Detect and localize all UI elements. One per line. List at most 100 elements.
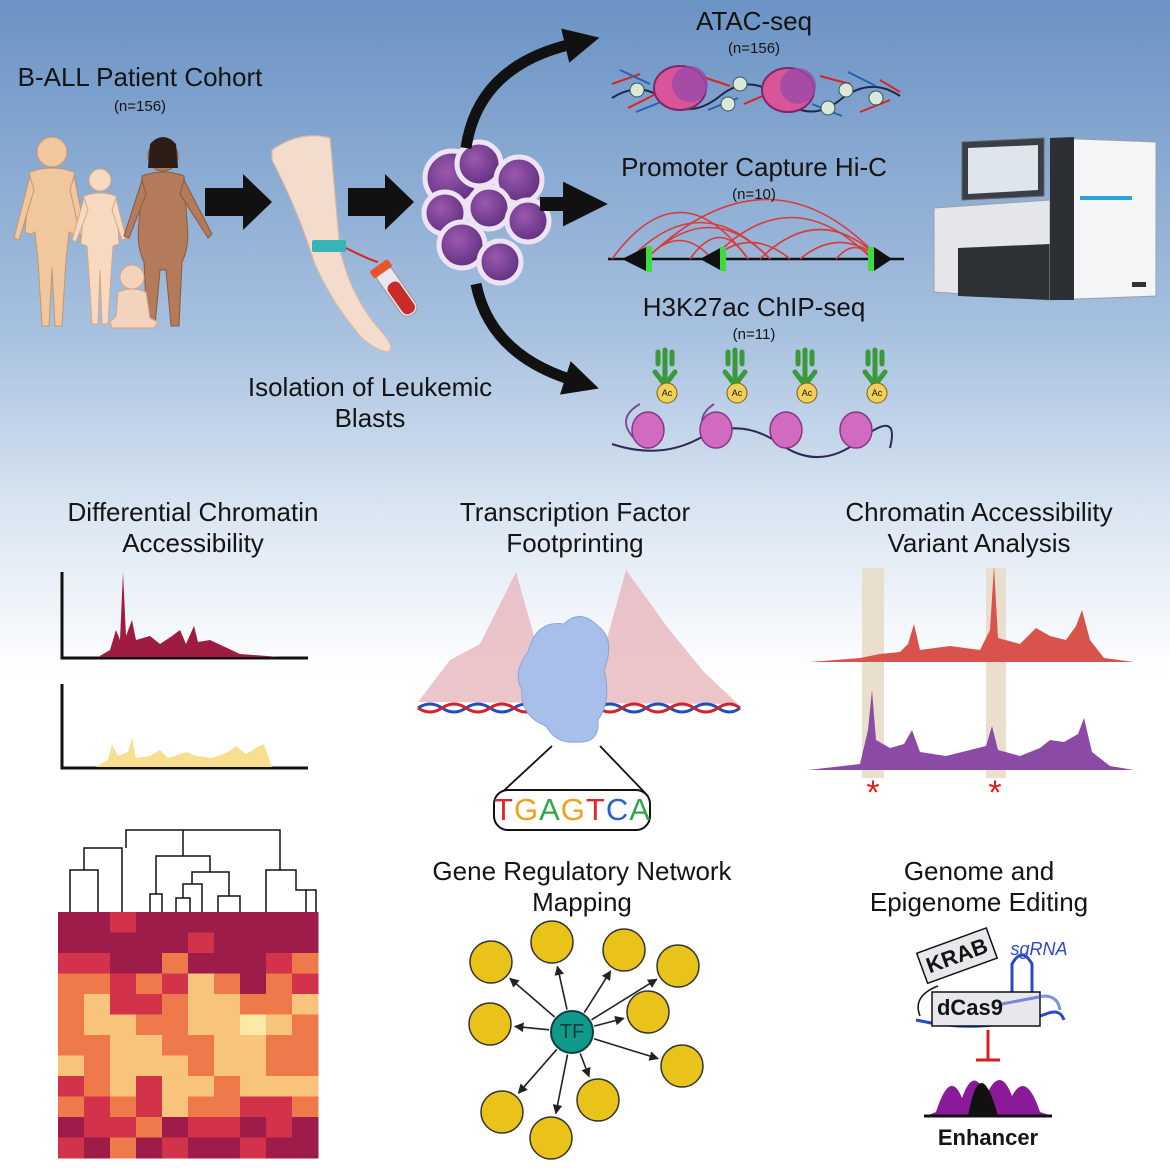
acetyl-label-1: Ac: [661, 388, 673, 398]
heatmap-cell: [214, 932, 241, 954]
arm-blood-draw: [271, 135, 418, 353]
heatmap-cell: [240, 994, 267, 1015]
heatmap-cell: [84, 953, 111, 974]
network-edge: [552, 1054, 569, 1115]
heatmap-cell: [110, 973, 137, 995]
heatmap-cell: [136, 994, 163, 1015]
tf-motif-letters: TGAGTCA: [494, 792, 651, 827]
heatmap-cell: [110, 1035, 137, 1056]
adult-female-figure: [123, 137, 213, 327]
heatmap-cell: [84, 1055, 111, 1077]
heatmap-cell: [266, 1137, 293, 1159]
heatmap-cell: [266, 1076, 293, 1097]
variant-marker-2: *: [988, 774, 1002, 812]
heatmap-cell: [188, 1014, 215, 1036]
network-edge: [593, 1038, 660, 1061]
tf-hub-label: TF: [559, 1021, 585, 1043]
heatmap-cell: [110, 1096, 137, 1118]
leukemic-blasts-cluster: [421, 139, 552, 286]
heatmap-cell: [214, 994, 241, 1015]
gene-node: [660, 1044, 704, 1088]
heatmap-cell: [292, 994, 319, 1015]
heatmap-cell: [136, 1096, 163, 1118]
network-edge: [583, 970, 612, 1014]
variant-accessibility-plot: [808, 566, 1134, 778]
gene-node: [576, 1078, 620, 1122]
heatmap-cell: [188, 953, 215, 974]
network-title-line1: Gene Regulatory Network: [432, 856, 732, 886]
heatmap-cell: [136, 1055, 163, 1077]
heatmap-cell: [266, 932, 293, 954]
heatmap-cell: [136, 953, 163, 974]
heatmap-cell: [58, 973, 85, 995]
differential-accessibility-plot: [60, 572, 308, 770]
motif-letter: A: [539, 792, 561, 827]
heatmap-cell: [110, 912, 137, 933]
heatmap-cell: [110, 1014, 137, 1036]
heatmap-cell: [292, 932, 319, 954]
network-edge: [517, 1048, 558, 1094]
heatmap-cell: [266, 1014, 293, 1036]
arrow-cohort-to-arm: [205, 174, 272, 230]
motif-letter: T: [494, 792, 514, 827]
heatmap-cell: [162, 994, 189, 1015]
isolation-label-line1: Isolation of Leukemic: [247, 372, 493, 402]
network-title-line2: Mapping: [532, 887, 632, 917]
heatmap-cell: [58, 1096, 85, 1118]
variant-title-line1: Chromatin Accessibility: [845, 497, 1113, 527]
footprinting-title-line2: Footprinting: [506, 528, 644, 558]
heatmap-cell: [136, 1117, 163, 1138]
sgrna-label: sgRNA: [1010, 939, 1068, 959]
heatmap-cell: [136, 1137, 163, 1159]
heatmap-cell: [84, 1117, 111, 1138]
heatmap-cell: [136, 1035, 163, 1056]
heatmap-cell: [188, 1055, 215, 1077]
differential-title-line2: Accessibility: [122, 528, 264, 558]
heatmap-cell: [292, 1076, 319, 1097]
heatmap-cell: [162, 1117, 189, 1138]
heatmap-cell: [214, 912, 241, 933]
heatmap-cell: [110, 953, 137, 974]
arrow-arm-to-blasts: [348, 174, 414, 230]
heatmap-cell: [162, 1055, 189, 1077]
arrow-to-chip: [470, 282, 599, 395]
gene-regulatory-network: [468, 920, 704, 1160]
heatmap-cell: [214, 953, 241, 974]
heatmap-cell: [58, 932, 85, 954]
heatmap-cell: [84, 973, 111, 995]
heatmap-cell: [266, 912, 293, 933]
heatmap-cell: [162, 1076, 189, 1097]
heatmap-cell: [266, 1096, 293, 1118]
heatmap-cell: [84, 1076, 111, 1097]
dcas9-label: dCas9: [936, 995, 1004, 1020]
heatmap-cell: [292, 1035, 319, 1056]
heatmap-cell: [58, 953, 85, 974]
heatmap-cell: [292, 1137, 319, 1159]
motif-letter: A: [629, 792, 651, 827]
krab-box: [915, 927, 999, 985]
heatmap-cell: [266, 1035, 293, 1056]
network-edge: [554, 965, 568, 1010]
heatmap-cell: [292, 912, 319, 933]
heatmap-cell: [214, 1014, 241, 1036]
heatmap-cell: [110, 932, 137, 954]
heatmap-cell: [240, 1055, 267, 1077]
adult-male-figure: [13, 136, 87, 327]
hic-title: Promoter Capture Hi-C: [621, 152, 887, 182]
sequencer-instrument: [933, 137, 1157, 301]
heatmap-cell: [188, 973, 215, 995]
heatmap-cell: [292, 1096, 319, 1118]
heatmap-cell: [266, 1117, 293, 1138]
network-edge: [591, 978, 658, 1021]
heatmap-cell: [136, 973, 163, 995]
heatmap-cell: [110, 1055, 137, 1077]
heatmap-cell: [240, 1076, 267, 1097]
editing-title-line1: Genome and: [903, 856, 1055, 886]
heatmap-cell: [240, 1117, 267, 1138]
heatmap-cell: [58, 1117, 85, 1138]
arrow-to-atac: [460, 28, 600, 149]
footprinting-title-line1: Transcription Factor: [459, 497, 691, 527]
chip-illustration: [611, 347, 893, 458]
heatmap-cell: [162, 932, 189, 954]
heatmap-cell: [188, 1076, 215, 1097]
